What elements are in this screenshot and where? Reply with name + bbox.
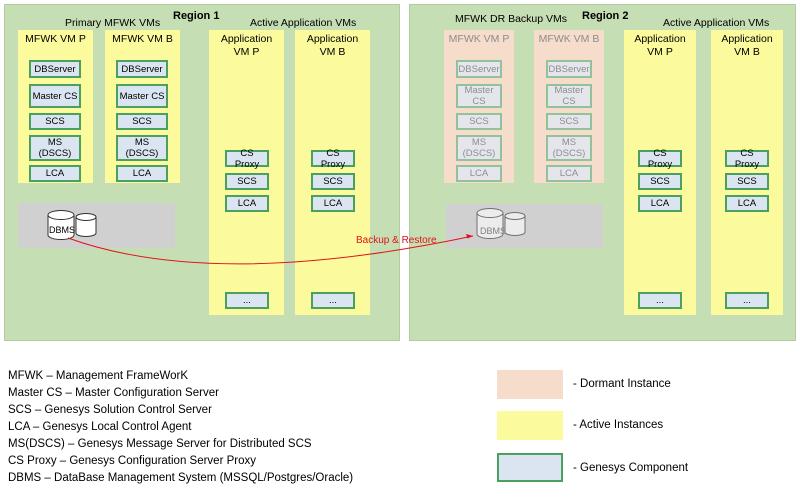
component-scs: SCS <box>638 173 682 190</box>
region-2-mfwk-group-label: MFWK DR Backup VMs <box>455 13 568 25</box>
vm-title: Application VM P <box>220 33 273 58</box>
vm-title: MFWK VM B <box>538 33 600 45</box>
region-1-dbms-label: DBMS <box>49 225 76 235</box>
component-ms-dscs: MS (DSCS) <box>116 135 168 161</box>
glossary: MFWK – Management FrameWorK Master CS – … <box>8 368 353 487</box>
component-master-cs: Master CS <box>116 84 168 108</box>
component-ms-dscs: MS (DSCS) <box>546 135 592 161</box>
glossary-item: LCA – Genesys Local Control Agent <box>8 421 192 433</box>
vm-title: Application VM B <box>306 33 359 58</box>
component-lca: LCA <box>29 165 81 182</box>
region-1-app-vm-b: Application VM B <box>295 30 370 315</box>
component-dbserver: DBServer <box>546 60 592 78</box>
component-scs: SCS <box>29 113 81 130</box>
component-lca: LCA <box>546 165 592 182</box>
component-scs: SCS <box>546 113 592 130</box>
glossary-item: MS(DSCS) – Genesys Message Server for Di… <box>8 438 312 450</box>
component-more: ... <box>638 292 682 309</box>
component-lca: LCA <box>456 165 502 182</box>
region-2-app-vm-b: Application VM B <box>711 30 783 315</box>
component-cs-proxy: CS Proxy <box>725 148 769 170</box>
dormant-instance-label: - Dormant Instance <box>573 378 671 390</box>
vm-title: MFWK VM P <box>448 33 510 45</box>
vm-title: Application VM P <box>634 33 686 58</box>
glossary-item: DBMS – DataBase Management System (MSSQL… <box>8 472 354 484</box>
active-instances-swatch <box>497 411 563 440</box>
component-lca: LCA <box>225 195 269 212</box>
component-scs: SCS <box>456 113 502 130</box>
genesys-component-swatch <box>497 453 563 482</box>
component-lca: LCA <box>725 195 769 212</box>
region-2-title: Region 2 <box>582 10 629 22</box>
component-dbserver: DBServer <box>456 60 502 78</box>
region-1-mfwk-group-label: Primary MFWK VMs <box>65 17 161 29</box>
glossary-item: CS Proxy – Genesys Configuration Server … <box>8 455 256 467</box>
component-master-cs: Master CS <box>456 84 502 108</box>
component-cs-proxy: CS Proxy <box>638 148 682 170</box>
component-ms-dscs: MS (DSCS) <box>29 135 81 161</box>
component-ms-dscs: MS (DSCS) <box>456 135 502 161</box>
vm-title: MFWK VM P <box>25 33 86 45</box>
component-cs-proxy: CS Proxy <box>311 148 355 170</box>
component-scs: SCS <box>225 173 269 190</box>
glossary-item: MFWK – Management FrameWorK <box>8 370 189 382</box>
active-instances-label: - Active Instances <box>573 419 664 431</box>
region-2-dbms-label: DBMS <box>480 226 507 236</box>
genesys-component-label: - Genesys Component <box>573 462 689 474</box>
region-1-app-vm-p: Application VM P <box>209 30 284 315</box>
region-1-database-icon <box>47 210 97 240</box>
component-more: ... <box>725 292 769 309</box>
component-more: ... <box>311 292 355 309</box>
region-1-title: Region 1 <box>173 10 220 22</box>
region-2-database-icon <box>476 208 526 239</box>
vm-title: MFWK VM B <box>112 33 173 45</box>
region-2-app-vm-p: Application VM P <box>624 30 696 315</box>
component-cs-proxy: CS Proxy <box>225 148 269 170</box>
dormant-instance-swatch <box>497 370 563 399</box>
region-1-app-group-label: Active Application VMs <box>250 17 357 29</box>
component-more: ... <box>225 292 269 309</box>
component-scs: SCS <box>116 113 168 130</box>
component-master-cs: Master CS <box>546 84 592 108</box>
component-lca: LCA <box>638 195 682 212</box>
component-scs: SCS <box>311 173 355 190</box>
component-scs: SCS <box>725 173 769 190</box>
component-lca: LCA <box>116 165 168 182</box>
region-2-app-group-label: Active Application VMs <box>663 17 770 29</box>
component-dbserver: DBServer <box>29 60 81 78</box>
backup-restore-label: Backup & Restore <box>356 235 437 246</box>
glossary-item: Master CS – Master Configuration Server <box>8 387 219 399</box>
glossary-item: SCS – Genesys Solution Control Server <box>8 404 212 416</box>
component-lca: LCA <box>311 195 355 212</box>
component-dbserver: DBServer <box>116 60 168 78</box>
vm-title: Application VM B <box>721 33 773 58</box>
component-master-cs: Master CS <box>29 84 81 108</box>
